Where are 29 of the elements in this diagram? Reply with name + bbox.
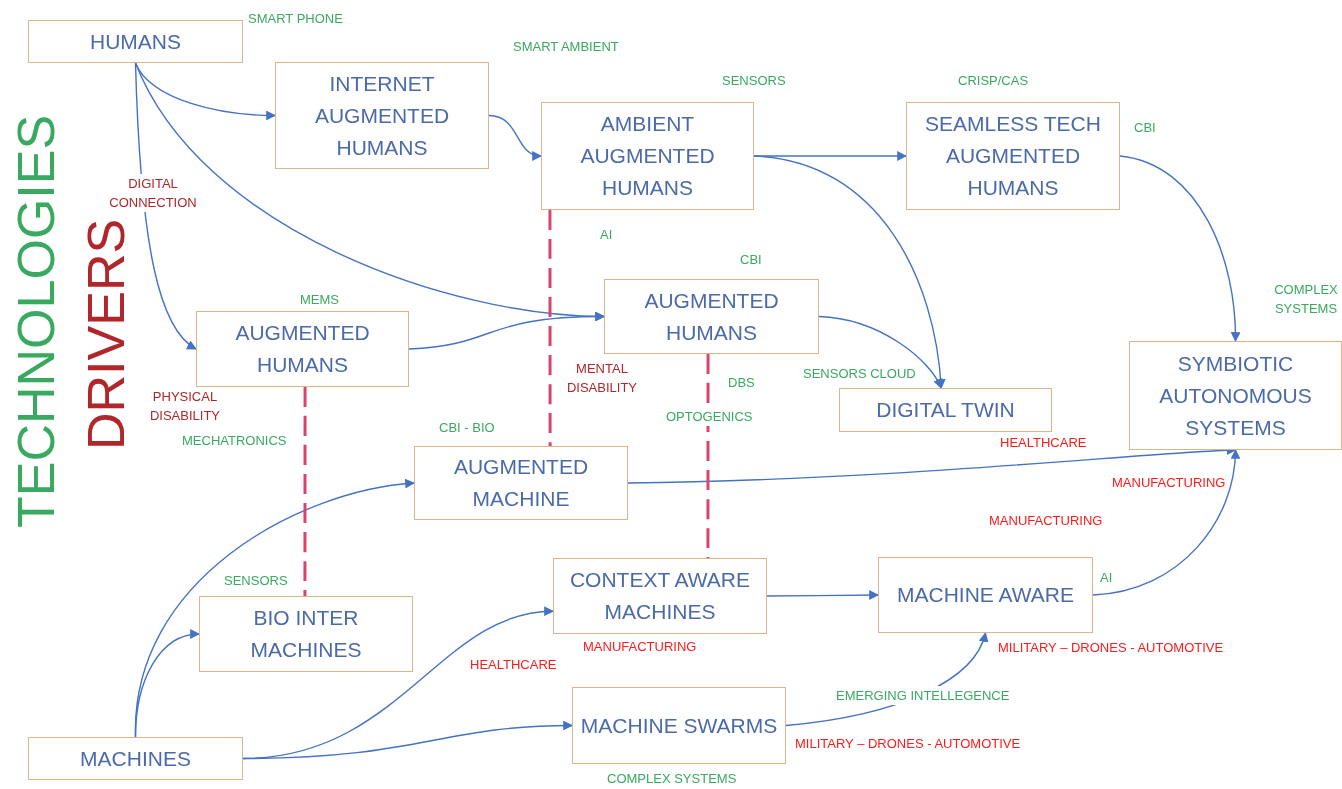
process-box: MACHINE AWARE bbox=[878, 557, 1093, 633]
arrow bbox=[134, 62, 276, 121]
process-box: AUGMENTED MACHINE bbox=[414, 446, 628, 520]
vertical-heading: TECHNOLOGIES bbox=[10, 114, 62, 528]
process-box: CONTEXT AWARE MACHINES bbox=[553, 558, 767, 634]
process-box: INTERNET AUGMENTED HUMANS bbox=[275, 62, 489, 169]
arrow bbox=[1092, 449, 1240, 596]
arrow bbox=[753, 155, 946, 389]
process-box: DIGITAL TWIN bbox=[839, 388, 1052, 432]
arrow bbox=[766, 590, 879, 600]
process-box: MACHINES bbox=[28, 737, 243, 780]
process-box: SEAMLESS TECH AUGMENTED HUMANS bbox=[906, 102, 1120, 210]
dashed-connector bbox=[303, 387, 307, 596]
dashed-connector bbox=[548, 210, 552, 446]
process-box: AUGMENTED HUMANS bbox=[604, 279, 819, 354]
arrow bbox=[134, 630, 200, 738]
vertical-heading: DRIVERS bbox=[80, 218, 132, 450]
arrow bbox=[818, 315, 942, 389]
arrow bbox=[1119, 155, 1241, 342]
process-box: AUGMENTED HUMANS bbox=[196, 311, 409, 387]
process-box: BIO INTER MACHINES bbox=[199, 596, 413, 672]
arrow bbox=[488, 114, 542, 160]
process-box: HUMANS bbox=[28, 20, 243, 63]
process-box: SYMBIOTIC AUTONOMOUS SYSTEMS bbox=[1129, 341, 1342, 450]
process-box: MACHINE SWARMS bbox=[572, 687, 786, 764]
arrow bbox=[242, 720, 573, 760]
arrow bbox=[408, 311, 605, 350]
process-box: AMBIENT AUGMENTED HUMANS bbox=[541, 102, 754, 210]
annotation-label: EMERGING INTELLEGENCE bbox=[836, 686, 1010, 705]
